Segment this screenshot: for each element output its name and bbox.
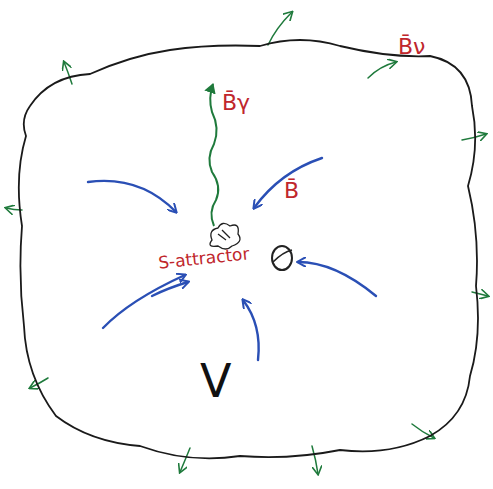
inflow-arrows (88, 158, 376, 360)
region-label: V (200, 354, 231, 408)
escape-path (209, 84, 218, 226)
outflow-arrows (6, 12, 488, 474)
attractor-label: S-attractor (157, 243, 250, 272)
field-label: B̄ (284, 178, 299, 203)
boundary-field-label: B̄ν (398, 34, 425, 59)
escape-field-label: B̄γ (222, 90, 250, 115)
region-boundary (19, 40, 478, 458)
origin-circle (272, 246, 292, 270)
origin-mark (273, 250, 292, 262)
